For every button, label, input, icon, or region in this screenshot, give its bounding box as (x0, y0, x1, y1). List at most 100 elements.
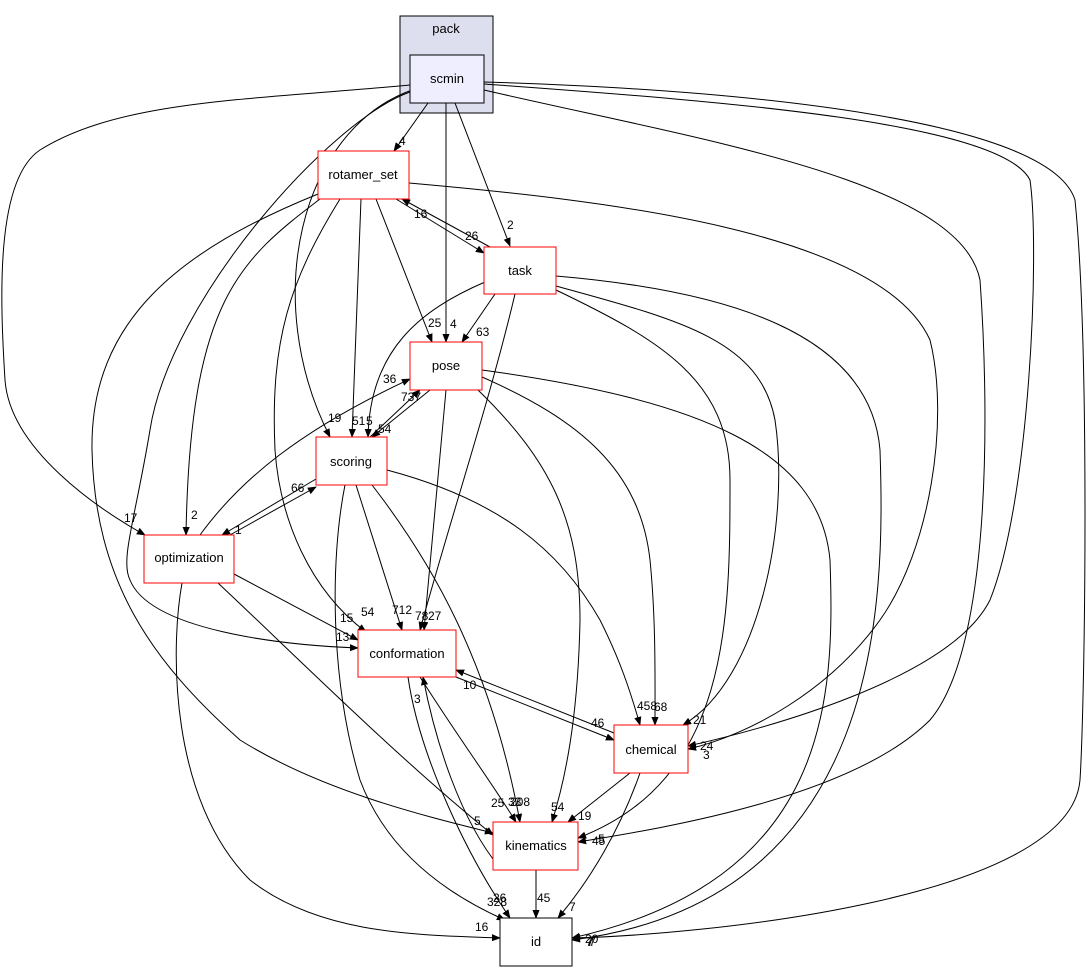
node-label: optimization (154, 550, 223, 565)
edge-task-conformation (418, 293, 516, 631)
edge-label-scmin-rotamer-set: 4 (399, 134, 406, 148)
node-kinematics[interactable]: kinematics (492, 821, 579, 871)
edge-scmin-conformation (126, 91, 411, 652)
edge-kinematics-conformation (420, 676, 501, 869)
edge-task-rotamer-set (401, 198, 491, 248)
edge-conformation-chemical (455, 676, 615, 741)
edge-label-task-id: 7 (589, 935, 596, 949)
edge-label-optimization-pose: 36 (383, 372, 397, 386)
edge-label-pose-kinematics: 54 (551, 800, 565, 814)
edge-label-rotamer-set-scoring: 51 (352, 414, 366, 428)
edge-label-scoring-kinematics: 208 (510, 795, 530, 809)
edge-scoring-kinematics (371, 484, 523, 823)
edge-optimization-kinematics (217, 582, 494, 836)
edge-label-optimization-conformation: 15 (340, 611, 354, 625)
edge-scmin-id (483, 81, 1086, 942)
edge-scoring-chemical (386, 469, 642, 726)
edge-optimization-scoring (229, 486, 317, 536)
edge-scmin-kinematics (483, 89, 986, 845)
edge-conformation-kinematics (419, 676, 517, 823)
edge-label-scmin-optimization: 17 (124, 511, 138, 525)
edge-label-rotamer-set-conformation: 54 (361, 605, 375, 619)
edge-label-scmin-task-extra: 7 (587, 935, 594, 949)
edge-label-scmin-id: 20 (585, 932, 599, 946)
edge-label-pose-id: 7 (586, 935, 593, 949)
node-scoring[interactable]: scoring (315, 436, 388, 486)
edge-label-scmin-task: 2 (507, 218, 514, 232)
node-optimization[interactable]: optimization (143, 534, 235, 584)
edge-label-chemical-conformation: 10 (463, 678, 477, 692)
edge-task-id (555, 275, 882, 943)
edge-label-scoring-id: 328 (487, 895, 507, 909)
edge-rotamer-set-conformation (273, 198, 367, 633)
edge-task-chemical (555, 285, 780, 726)
edge-pose-id (481, 369, 832, 940)
edge-label-scmin-conformation: 13 (336, 630, 350, 644)
node-task[interactable]: task (483, 246, 557, 295)
edge-label-optimization-kinematics: 5 (474, 814, 481, 828)
edge-chemical-id (557, 772, 641, 919)
node-conformation[interactable]: conformation (357, 629, 457, 678)
node-label: id (531, 934, 541, 949)
edge-label-kinematics-conformation: 3 (414, 692, 421, 706)
edge-label-conformation-chemical: 46 (591, 716, 605, 730)
edge-optimization-id (175, 582, 501, 942)
edge-label-task-scoring: 5 (366, 414, 373, 428)
edge-scoring-optimization (221, 478, 317, 536)
edge-label-rotamer-set-task: 26 (465, 229, 479, 243)
edge-scoring-id (334, 484, 506, 921)
edge-label-scmin-scoring: 19 (328, 411, 342, 425)
edge-label-chemical-id: 7 (569, 900, 576, 914)
edge-scmin-chemical (483, 83, 1035, 748)
node-label: scmin (430, 71, 464, 86)
cluster-label: pack (432, 21, 460, 36)
node-label: kinematics (505, 838, 567, 853)
edge-label-task-pose: 63 (476, 325, 490, 339)
edge-optimization-conformation (233, 573, 359, 641)
edge-label-rotamer-set-chemical: 3 (703, 748, 710, 762)
edges (1, 81, 1086, 943)
edge-label-rotamer-set-pose: 25 (428, 316, 442, 330)
edge-label-task-kinematics: 5 (598, 832, 605, 846)
edge-label-rotamer-set-optimization: 2 (191, 508, 198, 522)
edge-label-conformation-kinematics: 33 (508, 795, 522, 809)
edge-rotamer-set-chemical (408, 182, 939, 751)
edge-label-pose-scoring: 54 (378, 422, 392, 436)
edge-pose-conformation (421, 389, 447, 631)
edge-chemical-conformation (455, 669, 615, 734)
edge-label-scoring-optimization: 1 (235, 523, 242, 537)
node-label: task (508, 263, 532, 278)
node-chemical[interactable]: chemical (613, 724, 689, 774)
edge-pose-kinematics (477, 389, 581, 823)
edge-rotamer-set-task (395, 198, 485, 254)
edge-label-chemical-kinematics: 19 (578, 809, 592, 823)
edge-label-task-rotamer-set: 16 (414, 207, 428, 221)
node-scmin[interactable]: scmin (409, 54, 485, 104)
edge-label-scmin-chemical: 24 (700, 739, 714, 753)
edge-scmin-rotamer-set (393, 102, 429, 152)
edge-rotamer-set-kinematics (91, 193, 494, 835)
edge-label-pose-conformation: 78 (415, 609, 429, 623)
edge-label-scmin-kinematics: 45 (592, 834, 606, 848)
edge-rotamer-set-scoring (348, 198, 362, 438)
edge-label-scoring-pose: 737 (401, 390, 421, 404)
edge-label-optimization-id: 16 (475, 920, 489, 934)
nodes: scmin rotamer_set task pose scoring opti… (143, 54, 689, 967)
node-pose[interactable]: pose (409, 341, 483, 391)
edge-labels: 4 2 4 19 17 13 24 45 20 26 16 25 51 2 54… (124, 134, 714, 949)
node-rotamer-set[interactable]: rotamer_set (317, 150, 410, 200)
node-label: rotamer_set (328, 167, 398, 182)
edge-scmin-task (454, 102, 511, 247)
edge-scmin-optimization (1, 84, 411, 536)
edge-label-conformation-id: 26 (493, 891, 507, 905)
edge-label-scoring-conformation: 712 (392, 603, 412, 617)
edge-conformation-id (407, 676, 511, 919)
edge-label-scoring-chemical: 458 (637, 699, 657, 713)
edge-label-task-chemical: 21 (693, 713, 707, 727)
node-label: pose (432, 358, 460, 373)
edge-chemical-kinematics (567, 772, 631, 823)
node-id[interactable]: id (499, 917, 573, 967)
edge-label-task-conformation: 27 (428, 609, 442, 623)
edge-task-scoring (364, 281, 486, 438)
